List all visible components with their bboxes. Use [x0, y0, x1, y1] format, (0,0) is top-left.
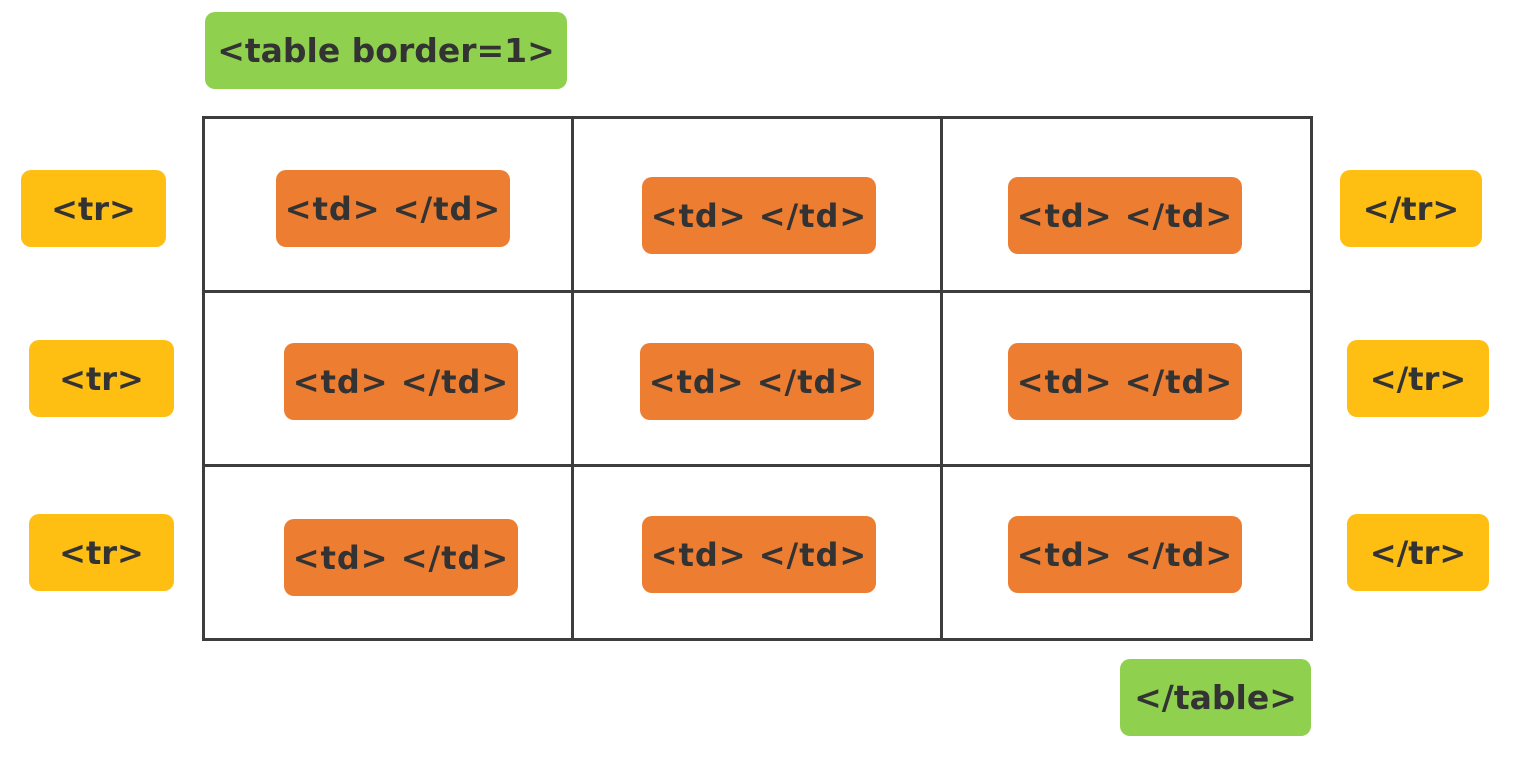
tr-close-tag-row-3: </tr>: [1347, 514, 1489, 591]
grid-row-divider: [202, 464, 1313, 467]
td-tag-r1-c1: <td> </td>: [276, 170, 510, 247]
td-tag-r3-c1: <td> </td>: [284, 519, 518, 596]
grid-column-divider: [571, 116, 574, 641]
td-tag-r3-c3: <td> </td>: [1008, 516, 1242, 593]
td-tag-r2-c1: <td> </td>: [284, 343, 518, 420]
table-close-tag: </table>: [1120, 659, 1311, 736]
td-tag-r1-c3: <td> </td>: [1008, 177, 1242, 254]
grid-column-divider: [940, 116, 943, 641]
td-tag-r1-c2: <td> </td>: [642, 177, 876, 254]
tr-close-tag-row-2: </tr>: [1347, 340, 1489, 417]
tr-open-tag-row-1: <tr>: [21, 170, 166, 247]
tr-close-tag-row-1: </tr>: [1340, 170, 1482, 247]
grid-row-divider: [202, 290, 1313, 293]
td-tag-r3-c2: <td> </td>: [642, 516, 876, 593]
tr-open-tag-row-3: <tr>: [29, 514, 174, 591]
td-tag-r2-c3: <td> </td>: [1008, 343, 1242, 420]
td-tag-r2-c2: <td> </td>: [640, 343, 874, 420]
table-open-tag: <table border=1>: [205, 12, 567, 89]
tr-open-tag-row-2: <tr>: [29, 340, 174, 417]
table-grid: [202, 116, 1313, 641]
